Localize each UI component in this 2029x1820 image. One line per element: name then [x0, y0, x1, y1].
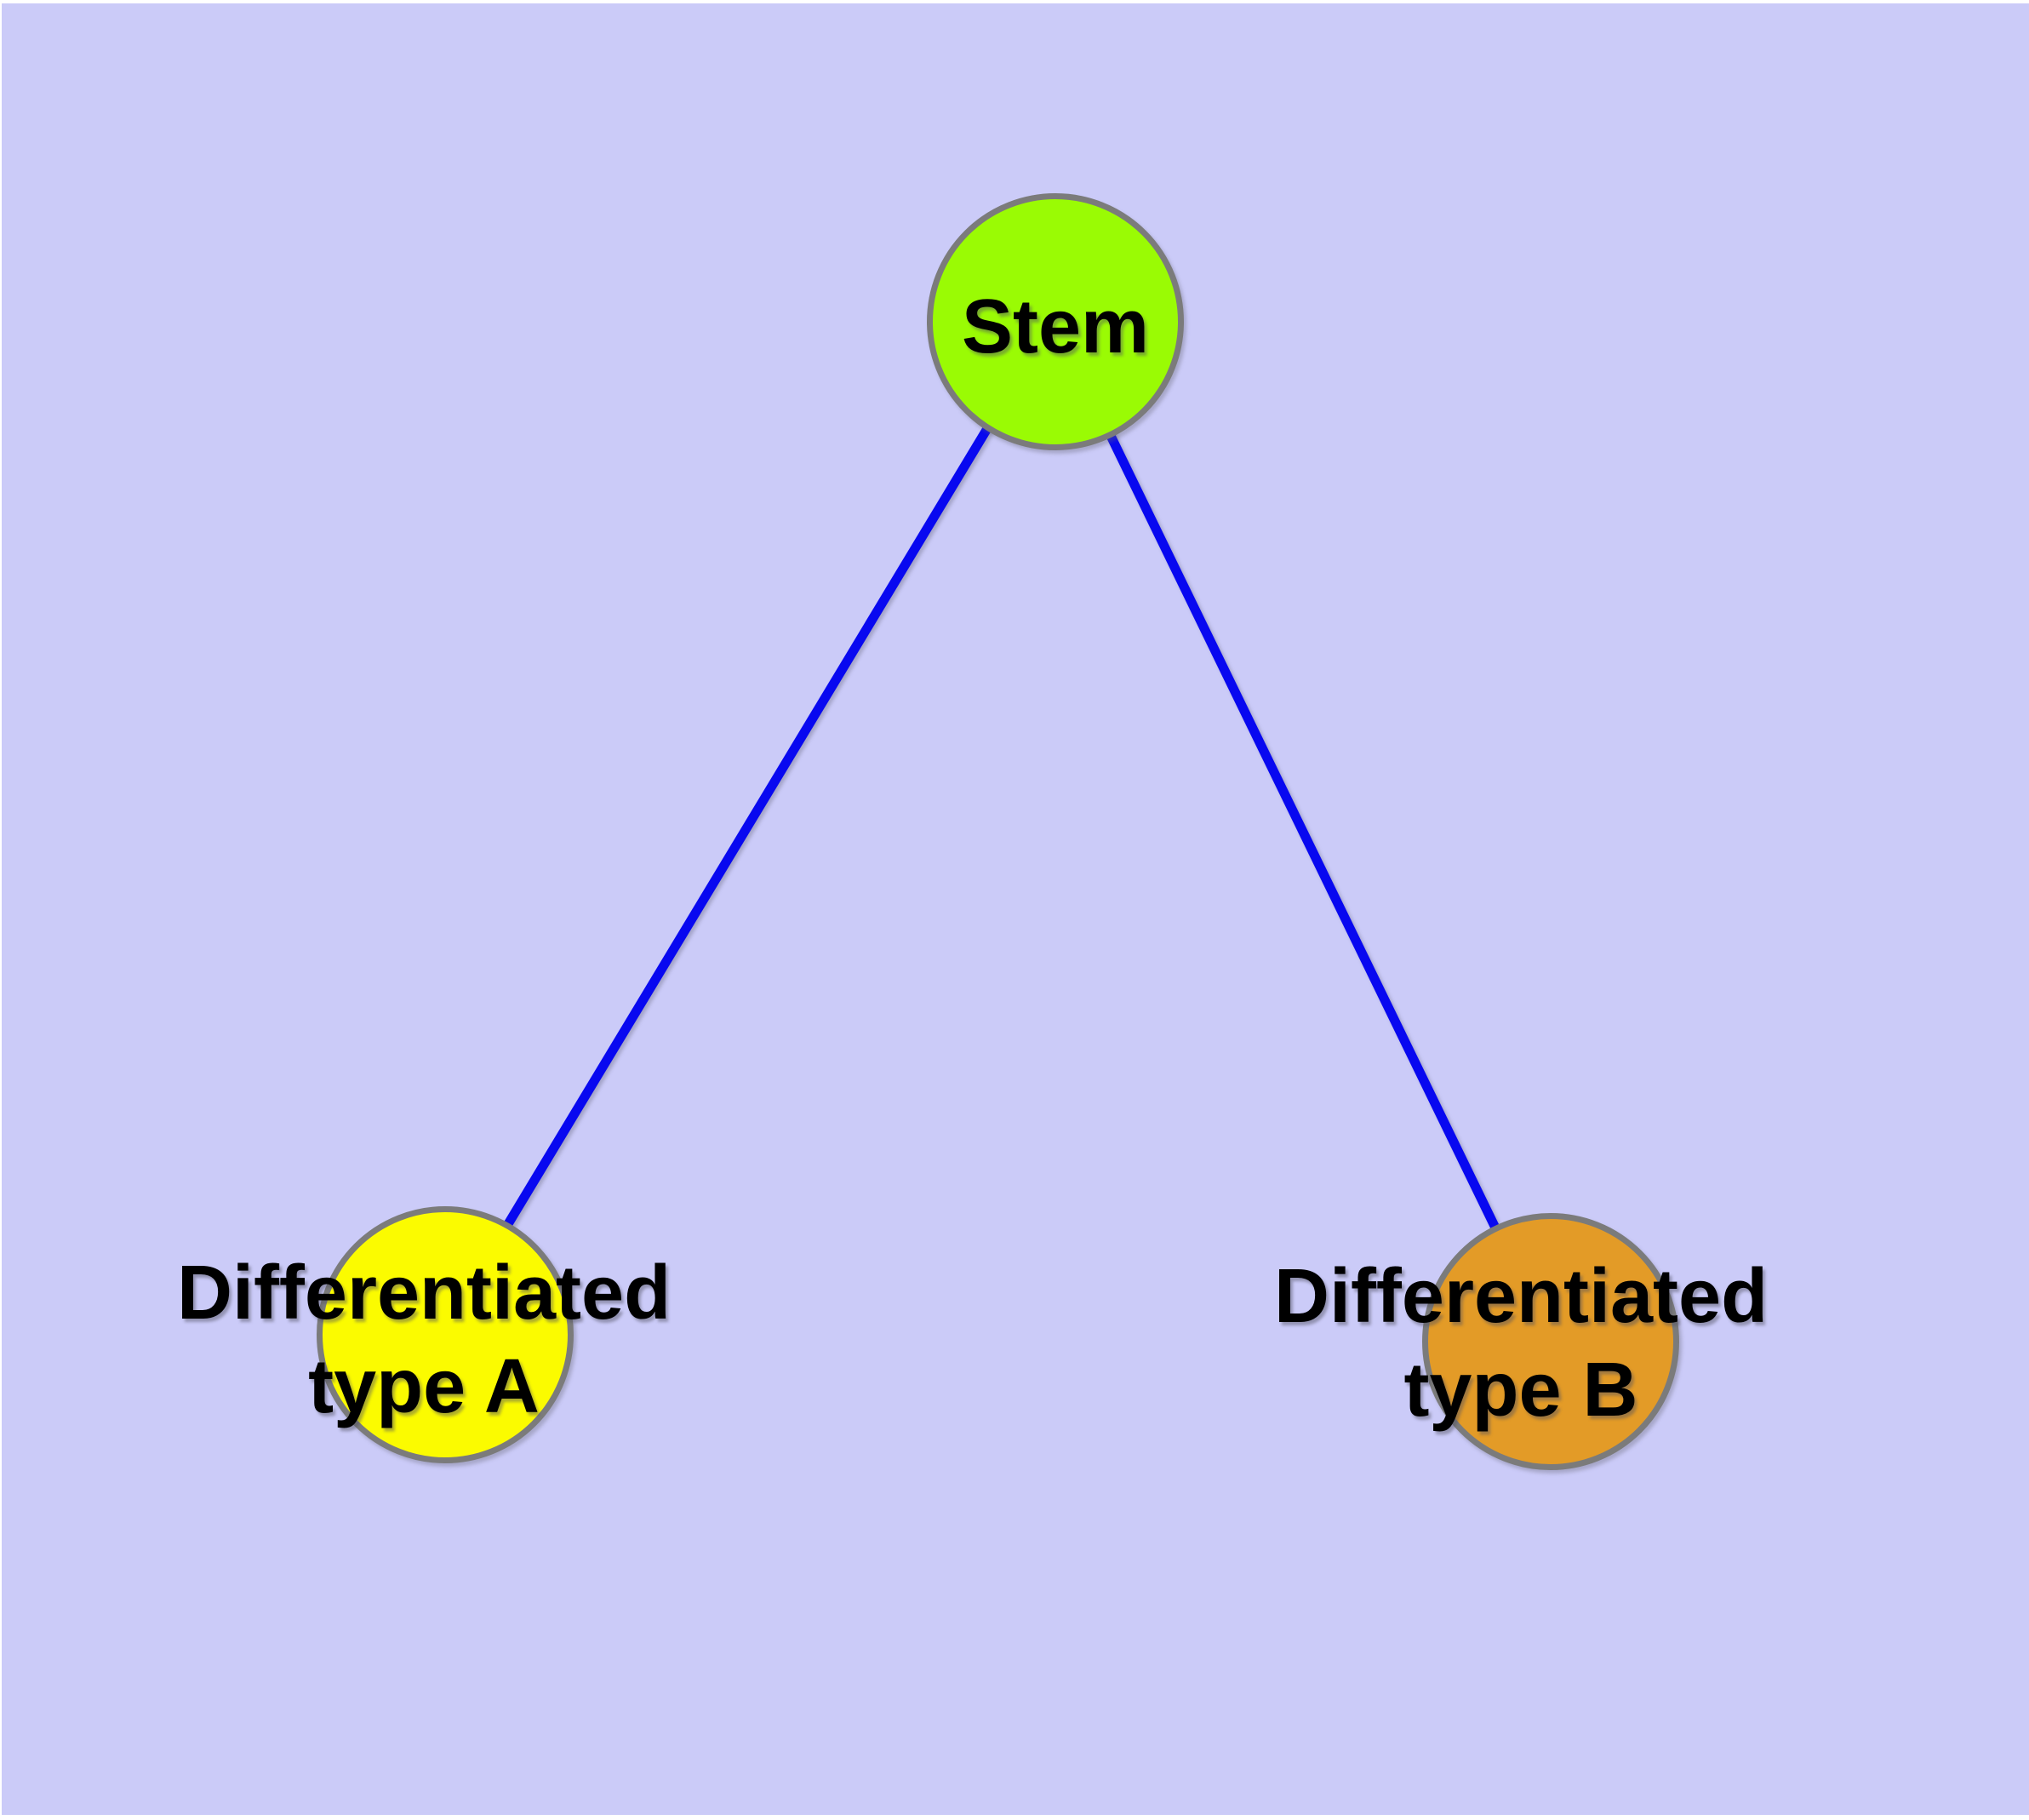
node-type-b-label: Differentiated type B [1274, 1250, 1768, 1437]
edges-layer [439, 316, 1553, 1341]
node-type-b-label-line-2: type B [1403, 1348, 1638, 1433]
node-stem-label-line: Stem [961, 284, 1150, 369]
node-type-a-label: Differentiated type A [177, 1246, 671, 1434]
node-type-a-label-line-1: Differentiated [176, 1251, 672, 1336]
edge-stem-to-type-b [1049, 316, 1553, 1341]
diagram-canvas: Stem Differentiated type A Differentiate… [2, 3, 2029, 1815]
edge-stem-to-type-a [439, 316, 1058, 1334]
node-type-b-label-line-1: Differentiated [1273, 1254, 1769, 1339]
node-stem-label: Stem [962, 280, 1149, 374]
node-type-a-label-line-2: type A [308, 1344, 540, 1429]
node-stem-circle [927, 193, 1184, 450]
node-type-b-circle [1422, 1213, 1679, 1470]
node-type-a-circle [317, 1206, 574, 1463]
